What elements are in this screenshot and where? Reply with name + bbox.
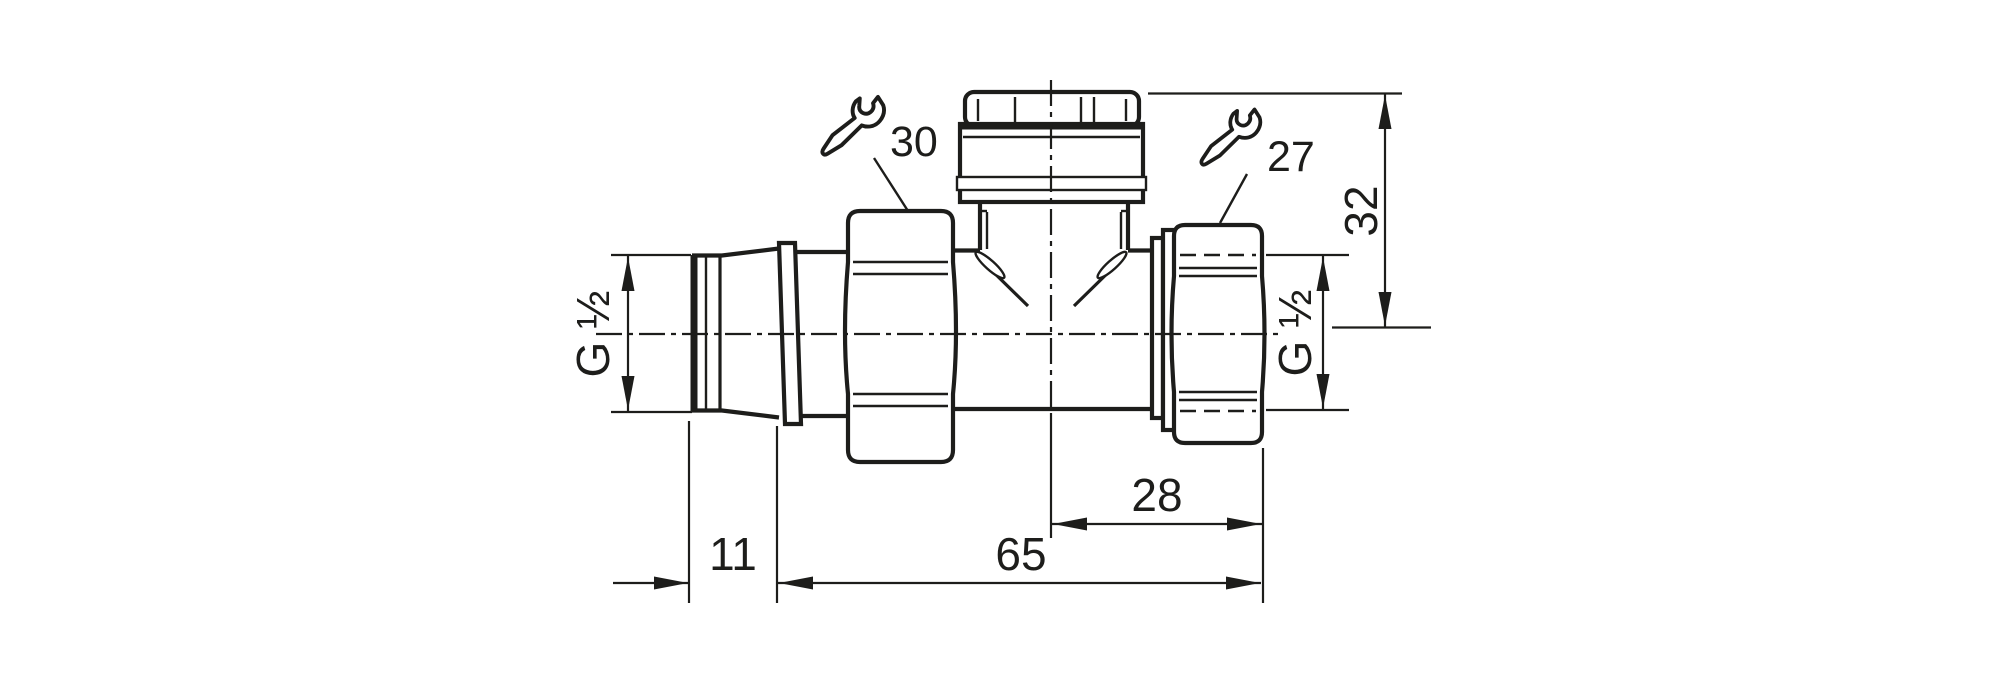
dimension-width-28: 28 <box>1052 448 1265 603</box>
body-barrel <box>953 248 1152 412</box>
wrench-icon <box>820 88 888 164</box>
dimension-width-11: 11 <box>613 421 757 603</box>
wrench-30-label: 30 <box>890 118 938 166</box>
dimension-thread-left: G ½ <box>567 253 692 414</box>
dim-28-label: 28 <box>1131 469 1182 521</box>
fitting-body <box>690 89 1267 465</box>
wrench-icon <box>1199 101 1264 174</box>
dimensions: G ½ G ½ 32 28 <box>567 88 1431 603</box>
body-cylinder <box>796 249 850 419</box>
wrench-27-label: 27 <box>1267 133 1315 181</box>
wrench-callout-27: 27 <box>1199 101 1315 224</box>
leader-line <box>872 157 910 212</box>
dim-11-label: 11 <box>709 528 757 580</box>
dimension-height-32: 32 <box>1148 92 1431 329</box>
dimension-thread-right: G ½ <box>1266 253 1349 412</box>
thread-left-label: G ½ <box>567 291 619 378</box>
wrench-callout-30: 30 <box>820 88 938 212</box>
dim-65-label: 65 <box>995 528 1046 580</box>
centerlines <box>596 80 1280 538</box>
port-transition-chamfers <box>974 250 1128 308</box>
dimension-width-65: 65 <box>775 426 1261 603</box>
thread-right-label: G ½ <box>1269 290 1321 377</box>
leader-line <box>1218 173 1249 224</box>
union-nut-30 <box>842 208 959 465</box>
dim-32-label: 32 <box>1335 185 1387 236</box>
